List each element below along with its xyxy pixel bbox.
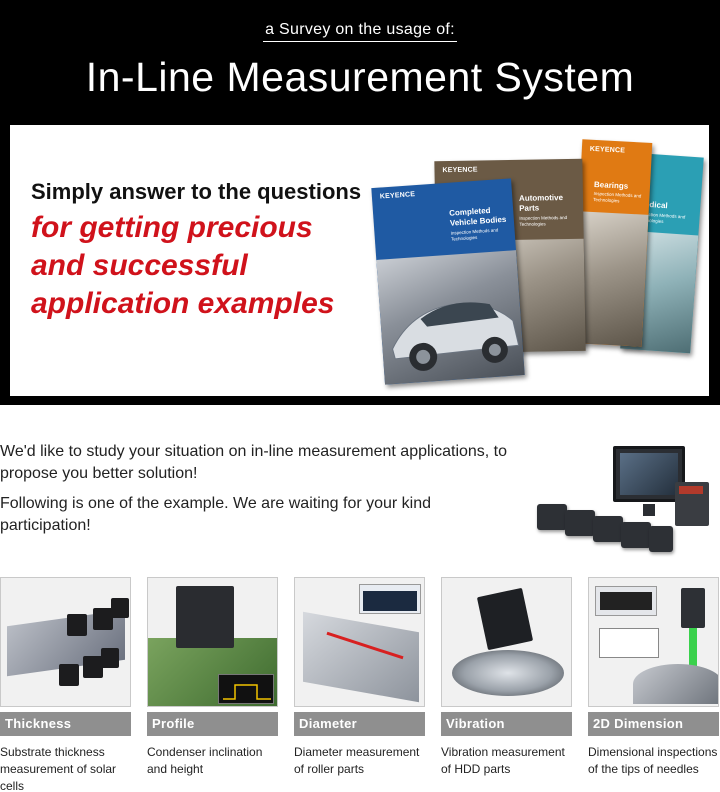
brochure-bearings-subtitle: Inspection Methods and Technologies [593, 190, 642, 204]
sensor-head-icon [565, 510, 595, 536]
brochure-vehicle-bodies: KEYENCE Completed Vehicle Bodies Inspect… [371, 178, 525, 385]
screen-content [363, 591, 417, 611]
controller-icon [675, 482, 709, 526]
vibration-sensor-icon [476, 587, 534, 651]
brochure-vehicle-title: Completed Vehicle Bodies [448, 205, 507, 228]
diameter-image [294, 577, 425, 707]
promo-banner: Simply answer to the questions for getti… [10, 125, 709, 396]
sensor-head-icon [67, 614, 87, 636]
banner-accent-text: for getting precious and successful appl… [31, 209, 334, 323]
monitor-icon [613, 446, 685, 502]
profile-image [147, 577, 278, 707]
needle-reel [633, 664, 718, 704]
2d-sensor-icon [681, 588, 705, 628]
tile-label: Vibration [441, 712, 572, 736]
banner-accent-line-3: application examples [31, 287, 335, 320]
survey-header: a Survey on the usage of: In-Line Measur… [0, 0, 720, 405]
brochure-vehicle-subtitle: Inspection Methods and Technologies [450, 227, 499, 242]
screen-capture [359, 584, 421, 614]
dimension-diagram [599, 628, 659, 658]
tile-label: Profile [147, 712, 278, 736]
tile-description: Dimensional inspections of the tips of n… [588, 745, 718, 776]
brochure-vehicle-logo: KEYENCE [379, 191, 416, 201]
application-tile-diameter[interactable]: Diameter Diameter measurement of roller … [294, 577, 425, 778]
banner-accent-line-1: for getting precious [31, 211, 313, 244]
tile-label: Diameter [294, 712, 425, 736]
waveform-icon [223, 684, 271, 700]
tile-label: Thickness [0, 712, 131, 736]
brochure-automotive-title: Automotive Parts [518, 193, 564, 213]
monitor-stand [643, 504, 655, 516]
screen-capture [595, 586, 657, 616]
brochure-automotive-logo: KEYENCE [442, 166, 478, 175]
sensor-head-icon [101, 648, 119, 668]
measurement-system-illustration [535, 442, 715, 552]
sensor-head-icon [111, 598, 129, 618]
tile-description: Substrate thickness measurement of solar… [0, 745, 117, 792]
profile-sensor-icon [176, 586, 234, 648]
banner-lead-text: Simply answer to the questions [31, 179, 362, 204]
sensor-head-icon [537, 504, 567, 530]
application-tile-thickness[interactable]: Thickness Substrate thickness measuremen… [0, 577, 131, 792]
sensor-head-icon [59, 664, 79, 686]
sensor-head-icon [649, 526, 673, 552]
car-icon [392, 302, 520, 371]
tile-description: Vibration measurement of HDD parts [441, 745, 565, 776]
tile-description: Diameter measurement of roller parts [294, 745, 420, 776]
intro-paragraph-1: We'd like to study your situation on in-… [0, 443, 508, 482]
tile-description: Condenser inclination and height [147, 745, 263, 776]
thickness-image [0, 577, 131, 707]
sensor-head-icon [93, 608, 113, 630]
page-title: In-Line Measurement System [85, 54, 635, 100]
application-tile-profile[interactable]: Profile Condenser inclination and height [147, 577, 278, 778]
2d-dimension-image [588, 577, 719, 707]
application-tile-vibration[interactable]: Vibration Vibration measurement of HDD p… [441, 577, 572, 778]
intro-paragraph-2: Following is one of the example. We are … [0, 495, 432, 534]
intro-text: We'd like to study your situation on in-… [0, 441, 510, 545]
brochure-automotive-subtitle: Inspection Methods and Technologies [519, 214, 568, 227]
brochure-bearings-logo: KEYENCE [589, 145, 626, 155]
vibration-image [441, 577, 572, 707]
hdd-platter [452, 650, 564, 696]
sensor-head-icon [621, 522, 651, 548]
brochure-vehicle-photo [376, 250, 525, 385]
screen-content [600, 592, 652, 610]
sensor-head-icon [593, 516, 623, 542]
application-tile-2d-dimension[interactable]: 2D Dimension Dimensional inspections of … [588, 577, 719, 778]
pre-title: a Survey on the usage of: [0, 21, 720, 42]
laser-beam [689, 628, 697, 666]
banner-accent-line-2: and successful [31, 249, 248, 282]
sensor-head-icon [83, 656, 103, 678]
waveform-display [218, 674, 274, 704]
tile-label: 2D Dimension [588, 712, 719, 736]
